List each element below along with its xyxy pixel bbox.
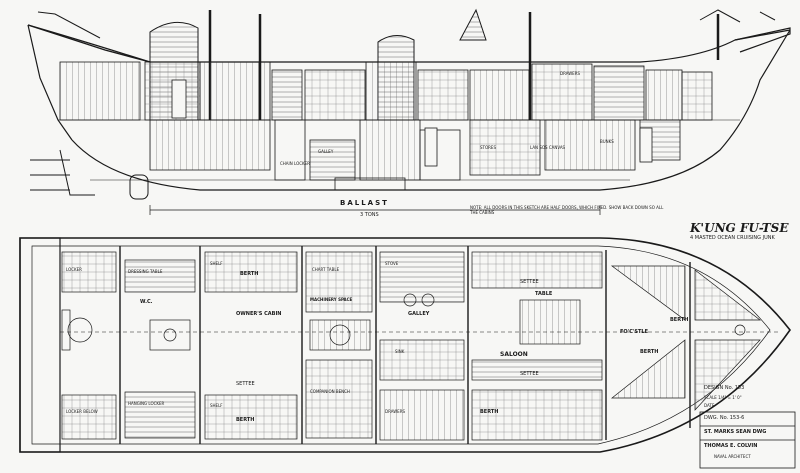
label-berth-1: BERTH (240, 271, 259, 277)
label-shelf-1: SHELF (210, 261, 223, 266)
architect-role: NAVAL ARCHITECT (714, 454, 751, 459)
profile-compartments (59, 61, 713, 191)
label-settee-1: SETTEE (520, 279, 539, 285)
drawing-title: K'UNG FU-TSE (690, 221, 789, 235)
title-block-frame (699, 411, 796, 469)
label-dressing: DRESSING TABLE (128, 269, 163, 274)
architect-name: THOMAS E. COLVIN (704, 443, 758, 449)
ballast-label: BALLAST (340, 199, 389, 207)
profile-label-galley: GALLEY (318, 149, 334, 154)
label-table: TABLE (535, 291, 553, 297)
ballast-weight: 3 TONS (360, 212, 379, 218)
label-saloon: SALOON (500, 351, 528, 358)
plan-outline (19, 237, 791, 453)
label-wc: W.C. (140, 299, 153, 305)
label-hanging: HANGING LOCKER (128, 401, 165, 406)
label-locker: LOCKER (66, 267, 82, 272)
profile-label-stores: STORES (480, 145, 496, 150)
label-stove: STOVE (385, 261, 399, 266)
profile-label-bunks: BUNKS (600, 139, 614, 144)
label-companion: COMPANION BENCH (310, 389, 350, 394)
design-number: DESIGN No. 153 (704, 385, 745, 391)
label-berth-2: BERTH (236, 417, 255, 423)
label-settee-2: SETTEE (520, 371, 539, 377)
bulkheads (119, 246, 691, 444)
label-sink: SINK (395, 349, 405, 354)
firm-name: ST. MARKS SEAN DWG (704, 429, 767, 435)
label-galley: GALLEY (408, 311, 430, 317)
label-locker-below: LOCKER BELOW (66, 409, 98, 414)
drawing-subtitle: 4 MASTED OCEAN CRUISING JUNK (690, 235, 775, 241)
label-focsle: FO'C'STLE (620, 329, 649, 335)
label-berth-4: BERTH (670, 317, 689, 323)
drawing-date: DATE (704, 403, 715, 408)
profile-label-drawers: DRAWERS (560, 71, 581, 76)
label-berth-3: BERTH (480, 409, 499, 415)
label-shelf-2: SHELF (210, 403, 223, 408)
label-owners-cabin: OWNER'S CABIN (236, 311, 282, 317)
label-chart-table: CHART TABLE (312, 267, 340, 272)
profile-label-canvas: LAN SOS CANVAS (530, 145, 566, 150)
label-machinery: MACHINERY SPACE (310, 297, 353, 302)
drawing-scale: SCALE 1/4" = 1' 0" (704, 395, 742, 400)
drawing-number: DWG. No. 153-6 (704, 415, 745, 421)
label-settee-3: SETTEE (236, 381, 255, 387)
profile-label-chain: CHAIN LOCKER (280, 161, 310, 166)
label-drawers: DRAWERS (385, 409, 406, 414)
plan-fixtures (60, 251, 780, 441)
drawing-note: NOTE: ALL DOORS IN THIS SKETCH ARE HALF … (470, 205, 664, 215)
ballast-dimension (149, 205, 601, 215)
rudder (30, 149, 149, 200)
label-berth-5: BERTH (640, 349, 659, 355)
